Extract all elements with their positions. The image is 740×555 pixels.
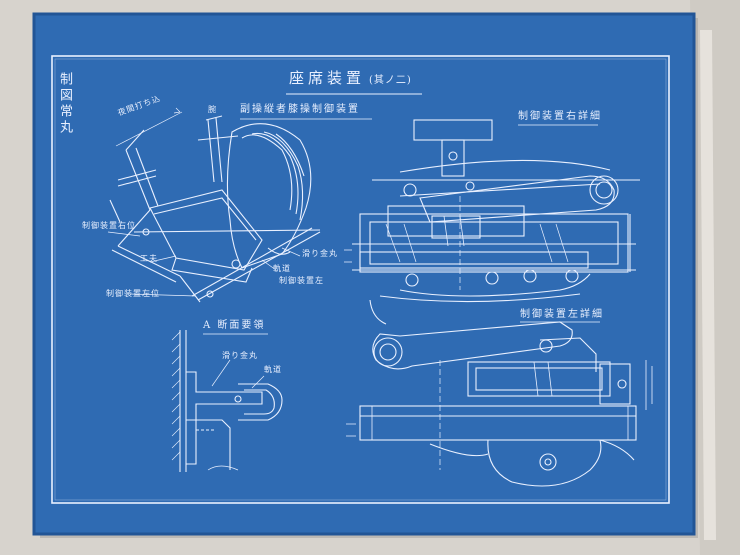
lower-right-detail-label: 制御装置左詳細	[520, 309, 604, 320]
seat-callout-right-3: 制御装置左	[279, 276, 324, 285]
section-callout-track: 軌道	[264, 365, 282, 374]
sheet-title-main: 座席装置	[289, 69, 366, 87]
upper-right-detail-label: 制御装置右詳細	[518, 111, 602, 122]
seat-callout-left-2: 制御装置右位	[82, 221, 136, 230]
seat-callout-right-1: 滑り金丸	[302, 249, 338, 258]
seat-callout-left-3: 工夫	[140, 254, 158, 263]
seat-isometric-drawing	[107, 107, 321, 303]
section-callout-slide: 滑り金丸	[222, 351, 258, 360]
sheet-subtitle: 副操縦者膝操制御装置	[240, 104, 360, 115]
control-detail-lower	[346, 299, 653, 487]
section-detail-drawing	[171, 330, 283, 472]
sheet-title: 座席装置(其ノ二)	[289, 71, 412, 86]
side-label: 制図常丸	[57, 72, 72, 136]
seat-callout-top: 腕	[208, 105, 217, 114]
section-view-label: A 断面要領	[203, 320, 266, 331]
blueprint-sheet	[34, 14, 694, 534]
seat-callout-bottom: 制御装置左位	[106, 289, 160, 298]
sheet-title-suffix: (其ノ二)	[369, 75, 412, 86]
control-detail-upper	[344, 119, 640, 303]
seat-callout-right-2: 軌道	[273, 264, 291, 273]
drawing-border	[51, 55, 670, 504]
